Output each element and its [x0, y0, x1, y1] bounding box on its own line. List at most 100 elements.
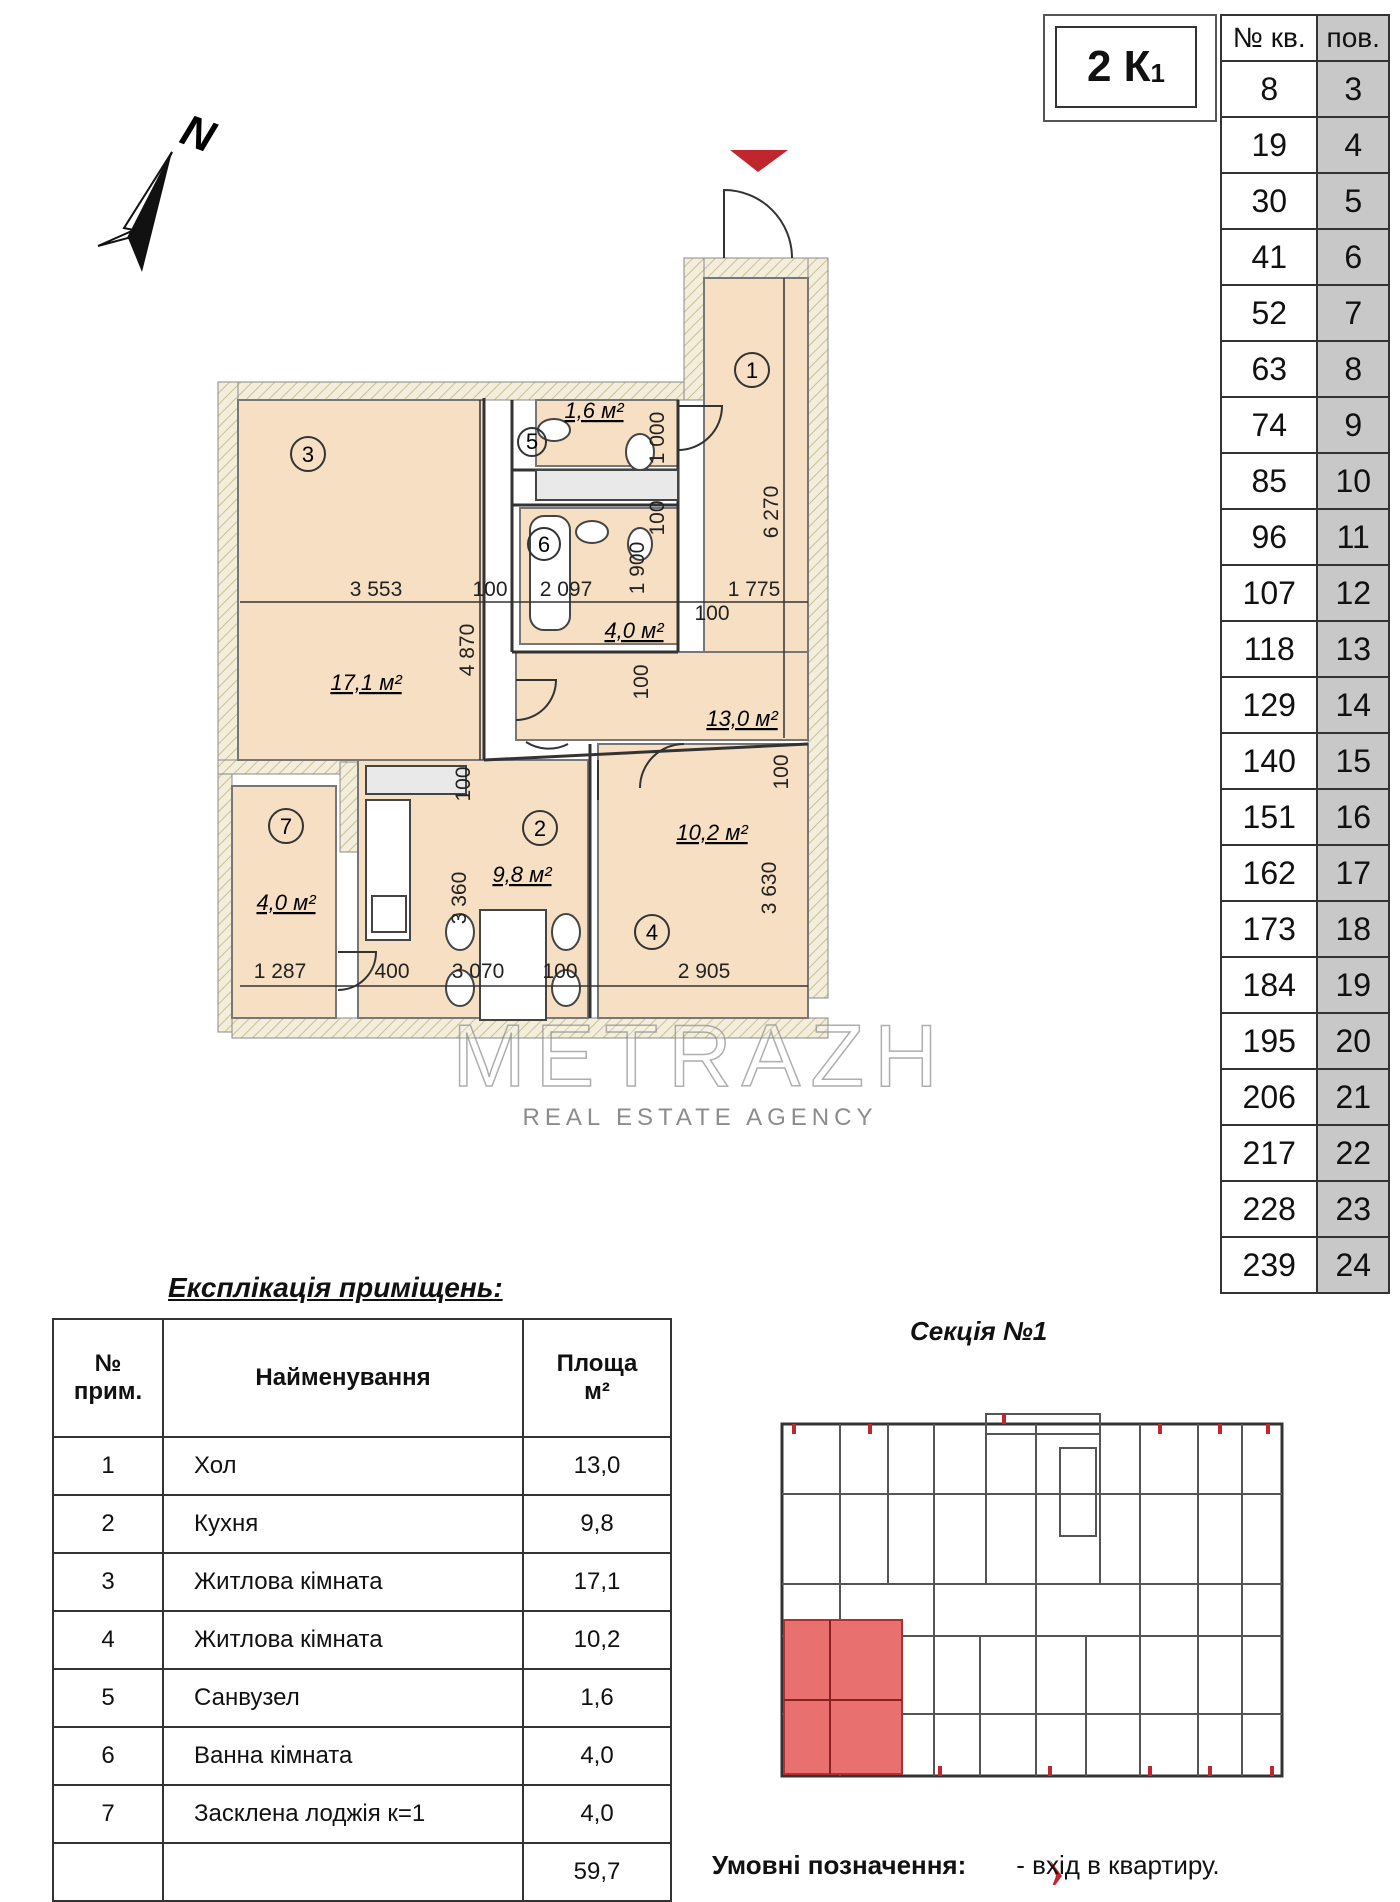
apartment-number: 52 [1219, 284, 1319, 342]
total-area-cell: 59,7 [522, 1842, 672, 1902]
chair-icon [445, 913, 475, 951]
room-name-cell: Санвузел [162, 1668, 524, 1728]
apartment-number: 140 [1219, 732, 1319, 790]
room-name-cell: Хол [162, 1436, 524, 1496]
header-text: м² [584, 1378, 610, 1405]
room-3 [237, 399, 485, 761]
total-empty-cell [162, 1842, 524, 1902]
dim-text: 2 097 [540, 578, 593, 601]
dimension-lines [240, 278, 808, 987]
chair-icon [551, 913, 581, 951]
area-bath: 4,0 м² [604, 618, 664, 643]
dim-text: 3 360 [448, 872, 471, 925]
area-kitchen: 9,8 м² [492, 862, 552, 887]
total-row: 59,7 [52, 1842, 672, 1902]
dimension-texts: 3 553 100 2 097 1 775 4 870 6 270 1 900 … [254, 412, 793, 983]
legend: Умовні позначення: - вхід в квартиру. [712, 1850, 1220, 1881]
total-empty-cell [52, 1842, 164, 1902]
room-number-cell: 2 [52, 1494, 164, 1554]
apartment-number: 151 [1219, 788, 1319, 846]
room-number-cell: 3 [52, 1552, 164, 1612]
dim-text: 400 [374, 960, 409, 983]
header-text: Площа [556, 1350, 638, 1377]
apartment-number: 206 [1219, 1068, 1319, 1126]
dim-text: 4 870 [456, 624, 479, 677]
room-7-loggia [231, 785, 337, 1019]
stove-icon [371, 895, 407, 933]
section-title: Секція №1 [910, 1316, 1048, 1346]
dim-text: 1 775 [728, 578, 781, 601]
room-number-5: 5 [526, 429, 538, 454]
header-text: прим. [73, 1378, 143, 1405]
dim-text: 100 [630, 664, 653, 699]
apartment-number: 239 [1219, 1236, 1319, 1294]
room-name-cell: Житлова кімната [162, 1610, 524, 1670]
room-number-cell: 5 [52, 1668, 164, 1728]
current-apartment-highlight [783, 1619, 903, 1775]
room-number-7: 7 [280, 814, 292, 839]
apartment-number: 118 [1219, 620, 1319, 678]
apartment-number: 195 [1219, 1012, 1319, 1070]
floor-number: 12 [1316, 564, 1390, 622]
walls [217, 257, 829, 1039]
apartment-number: 217 [1219, 1124, 1319, 1182]
room-name-cell: Житлова кімната [162, 1552, 524, 1612]
dim-text: 1 900 [626, 542, 649, 595]
floor-number: 7 [1316, 284, 1390, 342]
dim-text: 100 [770, 754, 793, 789]
room-number-cell: 6 [52, 1726, 164, 1786]
legend-entry: - вхід в квартиру. [1016, 1850, 1220, 1880]
apartment-number: 162 [1219, 844, 1319, 902]
apartment-number: 19 [1219, 116, 1319, 174]
floor-number: 6 [1316, 228, 1390, 286]
floor-number: 10 [1316, 452, 1390, 510]
room-area-cell: 13,0 [522, 1436, 672, 1496]
sink-icon [575, 520, 609, 544]
floor-number: 11 [1316, 508, 1390, 566]
apartment-number: 41 [1219, 228, 1319, 286]
apartment-number: 129 [1219, 676, 1319, 734]
room-number-4: 4 [646, 920, 658, 945]
legend-label: Умовні позначення: [712, 1850, 967, 1880]
dim-text: 1 000 [646, 412, 669, 465]
floor-number: 14 [1316, 676, 1390, 734]
apartment-number: 63 [1219, 340, 1319, 398]
apartment-number: 8 [1219, 60, 1319, 118]
north-arrow-icon: N [97, 105, 222, 272]
room-area-cell: 4,0 [522, 1726, 672, 1786]
area-living-3: 17,1 м² [330, 670, 402, 695]
room-name-cell: Ванна кімната [162, 1726, 524, 1786]
floor-number: 16 [1316, 788, 1390, 846]
room-number-2: 2 [534, 816, 546, 841]
floor-number: 21 [1316, 1068, 1390, 1126]
section-plan [780, 1413, 1284, 1778]
area-hall: 13,0 м² [706, 706, 778, 731]
apt-num-header: № кв. [1219, 14, 1319, 62]
washing-icon [627, 527, 653, 561]
room-area-cell: 9,8 [522, 1494, 672, 1554]
chair-icon [445, 969, 475, 1007]
